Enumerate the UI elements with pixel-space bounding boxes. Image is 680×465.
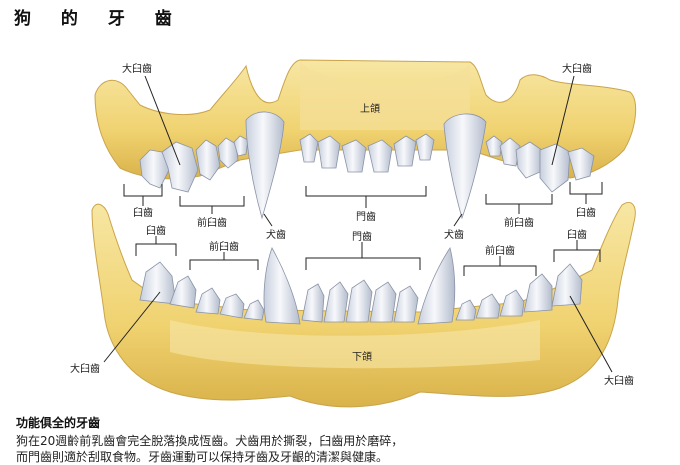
annotation-lines xyxy=(103,75,613,373)
label-upper-left-large-molar: 大臼齒 xyxy=(122,62,152,75)
upper-teeth xyxy=(139,111,595,220)
label-lower-left-molar: 臼齒 xyxy=(146,225,166,237)
upper-left-premolar-tooth xyxy=(217,137,239,169)
lower-incisor-tooth xyxy=(369,281,397,323)
upper-right-molar-tooth xyxy=(539,143,571,193)
upper-right-molar-tooth xyxy=(567,147,595,181)
label-upper-left-premolar: 前臼齒 xyxy=(197,216,227,229)
label-upper-incisor: 門齒 xyxy=(356,211,376,223)
lower-left-premolar-tooth xyxy=(195,287,221,315)
diagram-labels: 上頜 下頜 大臼齒 大臼齒 臼齒 前臼齒 犬齒 門齒 犬齒 前臼齒 臼齒 臼齒 … xyxy=(70,62,634,387)
upper-incisor-tooth xyxy=(317,135,341,169)
lower-left-molar-tooth xyxy=(139,261,177,305)
lower-right-molar-tooth xyxy=(551,263,583,307)
label-lower-right-molar: 臼齒 xyxy=(567,229,587,241)
upper-incisor-tooth xyxy=(415,133,435,161)
upper-incisor-tooth xyxy=(393,135,417,167)
lower-incisor-tooth xyxy=(301,283,325,323)
lower-left-canine-tooth xyxy=(263,247,301,325)
label-upper-right-canine: 犬齒 xyxy=(444,228,464,241)
lower-incisor-tooth xyxy=(323,281,349,323)
page-title: 狗 的 牙 齒 xyxy=(14,9,184,29)
caption-line-2: 而門齒則適於刮取食物。牙齒運動可以保持牙齒及牙齦的清潔與健康。 xyxy=(16,450,389,464)
lower-jaw-highlight xyxy=(170,320,540,369)
upper-left-premolar-tooth xyxy=(233,135,249,157)
upper-incisor-tooth xyxy=(341,139,367,173)
label-lower-right-premolar: 前臼齒 xyxy=(485,244,515,257)
upper-incisor-tooth xyxy=(299,133,319,163)
upper-incisor-tooth xyxy=(367,139,393,173)
dog-teeth-diagram: 上頜 下頜 大臼齒 大臼齒 臼齒 前臼齒 犬齒 門齒 犬齒 前臼齒 臼齒 臼齒 … xyxy=(70,59,637,408)
upper-right-premolar-tooth xyxy=(515,141,543,179)
upper-left-molar-tooth xyxy=(139,149,171,189)
caption-heading: 功能俱全的牙齒 xyxy=(16,416,101,430)
upper-right-canine-tooth xyxy=(443,113,487,220)
upper-left-molar-tooth xyxy=(161,141,199,193)
lower-incisor-tooth xyxy=(345,279,373,323)
lower-right-canine-tooth xyxy=(417,247,456,325)
label-lower-left-premolar: 前臼齒 xyxy=(209,240,239,253)
lower-incisor-tooth xyxy=(393,285,419,323)
lower-left-premolar-tooth xyxy=(219,293,245,319)
upper-left-premolar-tooth xyxy=(195,139,221,181)
label-upper-left-canine: 犬齒 xyxy=(266,228,286,241)
label-upper-jaw: 上頜 xyxy=(360,102,380,115)
label-upper-right-molar: 臼齒 xyxy=(576,207,596,219)
label-lower-incisor: 門齒 xyxy=(352,231,372,243)
label-lower-right-large-molar: 大臼齒 xyxy=(604,374,634,387)
lower-right-premolar-tooth xyxy=(499,289,525,317)
lower-left-premolar-tooth xyxy=(243,299,265,321)
caption-line-1: 狗在20週齡前乳齒會完全脫落換成恆齒。犬齒用於撕裂，臼齒用於磨碎， xyxy=(16,434,404,448)
lower-right-premolar-tooth xyxy=(455,299,477,321)
caption: 功能俱全的牙齒 狗在20週齡前乳齒會完全脫落換成恆齒。犬齒用於撕裂，臼齒用於磨碎… xyxy=(16,414,666,465)
upper-left-canine-tooth xyxy=(245,111,285,220)
upper-jaw-ridge xyxy=(300,62,470,130)
label-lower-jaw: 下頜 xyxy=(352,350,372,363)
label-lower-left-large-molar: 大臼齒 xyxy=(70,362,100,375)
lower-left-molar-tooth xyxy=(169,275,197,309)
lower-right-molar-tooth xyxy=(523,273,553,313)
label-upper-right-premolar: 前臼齒 xyxy=(504,216,534,229)
label-upper-left-molar: 臼齒 xyxy=(133,207,153,219)
lower-teeth xyxy=(139,247,583,325)
label-upper-right-large-molar: 大臼齒 xyxy=(562,62,592,75)
lower-right-premolar-tooth xyxy=(475,293,501,319)
